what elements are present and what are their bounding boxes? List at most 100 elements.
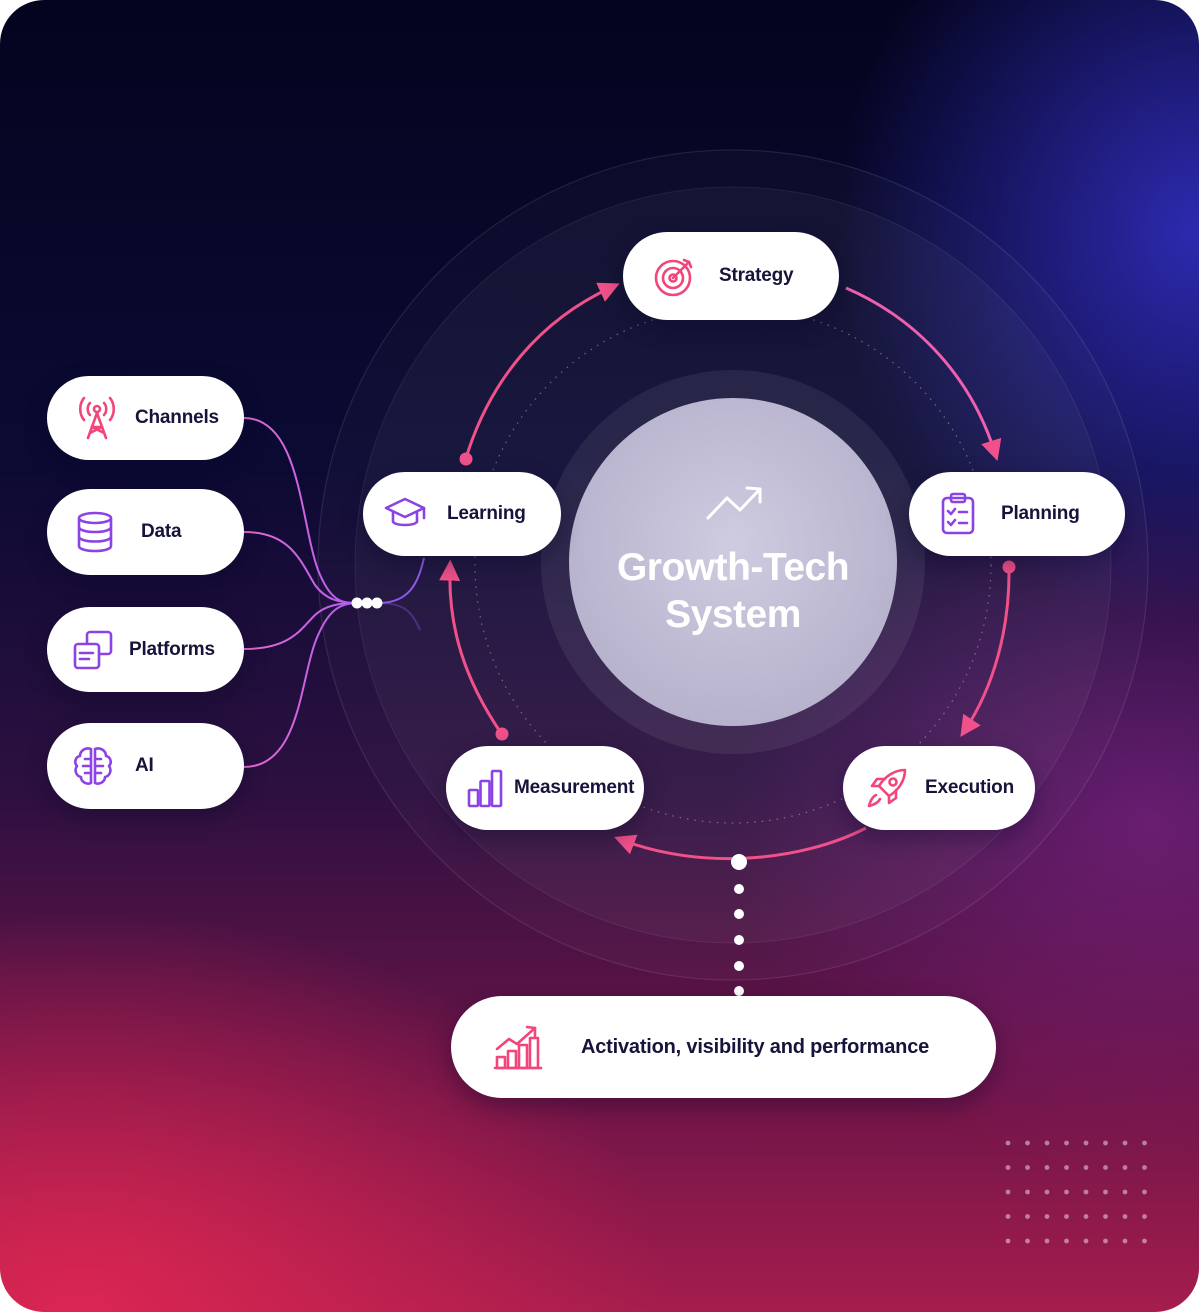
grid-dot — [1083, 1165, 1089, 1170]
output-connector-dot — [734, 909, 744, 919]
grid-dot — [1005, 1238, 1011, 1244]
hub-dot — [371, 597, 383, 609]
hub-to-learning-connector — [377, 557, 425, 604]
decorative-dot-grid — [1005, 1140, 1147, 1244]
planning-node[interactable]: Planning — [909, 472, 1125, 556]
output-connector-dot — [734, 986, 744, 996]
input-channels[interactable]: Channels — [47, 376, 244, 460]
grid-dot — [1103, 1140, 1108, 1146]
core-circle — [569, 398, 897, 726]
clipboard-checklist-icon — [939, 492, 977, 536]
grid-dot — [1142, 1165, 1147, 1170]
output-connector-dot — [734, 961, 744, 971]
input-ai[interactable]: AI — [47, 723, 244, 809]
grid-dot — [1083, 1238, 1089, 1244]
grid-dot — [1083, 1140, 1089, 1146]
grid-dot — [1103, 1189, 1108, 1195]
execution-node[interactable]: Execution — [843, 746, 1035, 830]
grid-dot — [1142, 1189, 1147, 1195]
ai-label: AI — [135, 755, 154, 776]
output-connector-dot — [734, 884, 744, 894]
grid-dot — [1122, 1189, 1128, 1195]
graduation-cap-icon — [383, 494, 427, 534]
measurement-label: Measurement — [514, 777, 635, 798]
grid-dot — [1103, 1238, 1108, 1244]
arrow-start-dot — [459, 452, 473, 466]
grid-dot — [1142, 1140, 1147, 1146]
grid-dot — [1083, 1214, 1089, 1219]
grid-dot — [1044, 1140, 1050, 1146]
strategy-node[interactable]: Strategy — [623, 232, 839, 320]
grid-dot — [1064, 1214, 1069, 1219]
growth-chart-icon — [493, 1023, 543, 1071]
rocket-icon — [865, 766, 909, 810]
output-connector-dot — [734, 935, 744, 945]
strategy-label: Strategy — [719, 265, 794, 286]
hub-connector-fade — [377, 602, 421, 631]
bar-chart-icon — [466, 768, 504, 808]
output-label: Activation, visibility and performance — [581, 1035, 930, 1058]
learning-label: Learning — [447, 503, 526, 524]
hub-dot — [361, 597, 373, 609]
input-connector-data — [243, 531, 358, 604]
target-icon — [653, 254, 697, 298]
middle-halo-ring — [354, 186, 1112, 944]
hub-dot — [351, 597, 363, 609]
grid-dot — [1005, 1165, 1011, 1170]
grid-dot — [1064, 1140, 1069, 1146]
grid-dot — [1064, 1189, 1069, 1195]
planning-label: Planning — [1001, 503, 1080, 524]
grid-dot — [1025, 1140, 1030, 1146]
grid-dot — [1142, 1214, 1147, 1219]
grid-dot — [1005, 1189, 1011, 1195]
grid-dot — [1005, 1140, 1011, 1146]
brain-chip-icon — [71, 744, 115, 788]
grid-dot — [1005, 1214, 1011, 1219]
grid-dot — [1064, 1238, 1069, 1244]
output-connector-dot — [731, 854, 747, 870]
grid-dot — [1025, 1165, 1030, 1170]
output-node[interactable]: Activation, visibility and performance — [451, 996, 996, 1098]
grid-dot — [1025, 1189, 1030, 1195]
platforms-label: Platforms — [129, 638, 215, 660]
input-connector-ai — [243, 602, 358, 768]
trend-up-icon — [706, 486, 762, 520]
core-title-line-1: Growth-Tech — [616, 546, 850, 589]
input-connector-channels — [243, 417, 358, 604]
input-connector-platforms — [243, 602, 358, 650]
grid-dot — [1064, 1165, 1069, 1170]
measurement-node[interactable]: Measurement — [446, 746, 644, 830]
grid-dot — [1025, 1214, 1030, 1219]
grid-dot — [1044, 1189, 1050, 1195]
grid-dot — [1122, 1214, 1128, 1219]
database-icon — [75, 510, 115, 554]
grid-dot — [1122, 1238, 1128, 1244]
grid-dot — [1044, 1238, 1050, 1244]
antenna-tower-icon — [75, 395, 119, 441]
arrow-start-dot — [1002, 560, 1016, 574]
outer-halo-ring — [317, 149, 1149, 981]
arrow-start-dot — [495, 727, 509, 741]
input-platforms[interactable]: Platforms — [47, 607, 244, 692]
arrow-strategy-to-planning — [845, 286, 1002, 462]
learning-node[interactable]: Learning — [363, 472, 561, 556]
arrow-execution-to-measurement — [614, 826, 867, 861]
data-label: Data — [141, 521, 182, 542]
input-data[interactable]: Data — [47, 489, 244, 575]
arrow-planning-to-execution — [960, 566, 1011, 737]
grid-dot — [1044, 1214, 1050, 1219]
grid-dot — [1103, 1165, 1108, 1170]
arrow-learning-to-strategy — [464, 282, 620, 459]
grid-dot — [1025, 1238, 1030, 1244]
grid-dot — [1142, 1238, 1147, 1244]
grid-dot — [1122, 1165, 1128, 1170]
stacked-windows-icon — [71, 628, 115, 672]
channels-label: Channels — [135, 407, 219, 428]
arrow-measurement-to-learning — [439, 559, 503, 734]
core-title-line-2: System — [665, 593, 801, 636]
grid-dot — [1044, 1165, 1050, 1170]
execution-label: Execution — [925, 777, 1014, 798]
grid-dot — [1083, 1189, 1089, 1195]
